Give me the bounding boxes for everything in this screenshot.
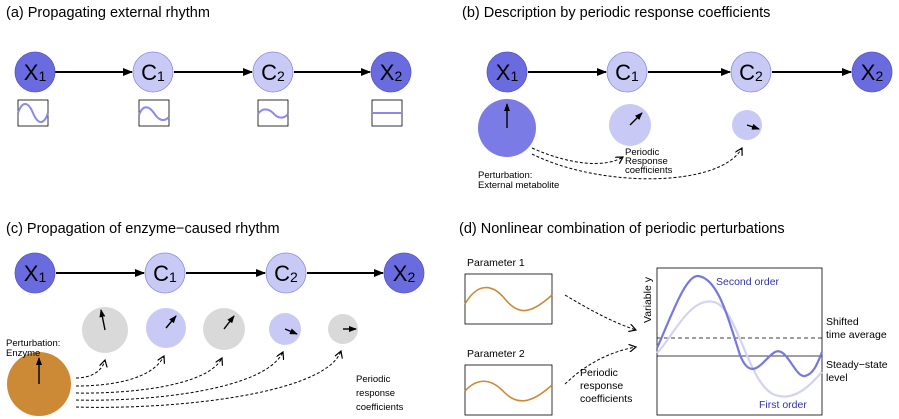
second-order-curve <box>656 274 824 378</box>
dashed-arrow-c-1 <box>75 360 105 379</box>
panel-a: (a) Propagating external rhythm X1 C1 C2… <box>6 5 412 127</box>
svg-text:C2: C2 <box>261 60 285 85</box>
dashed-arrow-b-2 <box>531 148 742 180</box>
phasor-b-c2 <box>732 110 762 140</box>
panel-b-title: (b) Description by periodic response coe… <box>462 5 770 21</box>
svg-text:X1: X1 <box>24 60 47 85</box>
node-x1: X1 <box>14 51 56 93</box>
svg-text:X2: X2 <box>380 60 403 85</box>
panel-a-title: (a) Propagating external rhythm <box>6 5 210 21</box>
perturbation-label-c: Perturbation: Enzyme <box>6 338 63 359</box>
node-b-c1: C1 <box>606 51 648 93</box>
svg-text:C1: C1 <box>615 60 639 85</box>
svg-text:C2: C2 <box>274 261 298 286</box>
dashed-arrow-b-1 <box>531 147 623 163</box>
second-order-label: Second order <box>716 276 780 288</box>
wave-box-x2 <box>371 99 403 127</box>
panel-c-title: (c) Propagation of enzyme−caused rhythm <box>6 221 280 237</box>
node-c1: C1 <box>132 51 174 93</box>
svg-text:C1: C1 <box>141 60 165 85</box>
steady-label: Steady−state level <box>826 359 891 384</box>
shifted-label: Shifted time average <box>826 316 887 341</box>
node-b-c2: C2 <box>730 51 772 93</box>
panel-d: (d) Nonlinear combination of periodic pe… <box>459 221 891 416</box>
param2-plot <box>464 364 553 416</box>
phasor-c-3 <box>203 308 245 350</box>
response-label-d: Periodic response coefficients <box>580 367 632 405</box>
node-c2: C2 <box>252 51 294 93</box>
svg-text:X2: X2 <box>393 261 416 286</box>
response-label-c: Periodic response coefficients <box>356 374 404 413</box>
node-b-x2: X2 <box>851 51 893 93</box>
svg-text:X1: X1 <box>496 60 519 85</box>
param2-label: Parameter 2 <box>467 348 525 360</box>
dashed-arrow-c-3 <box>75 358 222 394</box>
panel-b: (b) Description by periodic response coe… <box>462 5 893 191</box>
first-order-curve <box>656 300 823 398</box>
node-c-x1: X1 <box>14 252 56 294</box>
response-label-b: Periodic Response coefficients <box>625 147 673 176</box>
node-c-c2: C2 <box>265 252 307 294</box>
perturbation-label-b: Perturbation: External metabolite <box>478 170 559 191</box>
dashed-arrow-d-1 <box>564 294 636 330</box>
node-x2: X2 <box>370 51 412 93</box>
svg-text:X1: X1 <box>24 261 47 286</box>
phasor-b-x1 <box>478 99 536 157</box>
dashed-arrow-c-5 <box>75 351 341 408</box>
svg-text:C2: C2 <box>739 60 763 85</box>
main-plot-frame <box>656 267 823 416</box>
phasor-b-c1 <box>609 104 651 146</box>
panel-c: (c) Propagation of enzyme−caused rhythm … <box>6 221 425 416</box>
param1-plot <box>464 273 553 325</box>
phasor-c-1 <box>82 307 128 353</box>
param1-label: Parameter 1 <box>467 257 525 269</box>
ylabel: Variable y <box>642 276 654 323</box>
node-c-x2: X2 <box>383 252 425 294</box>
phasor-c-5 <box>328 314 358 344</box>
phasor-c-4 <box>269 313 301 345</box>
phasor-enzyme <box>7 352 71 416</box>
dashed-arrow-c-4 <box>75 352 283 401</box>
panel-d-title: (d) Nonlinear combination of periodic pe… <box>459 221 785 237</box>
svg-text:X2: X2 <box>861 60 884 85</box>
phasor-c-2 <box>146 308 186 348</box>
wave-box-x1 <box>17 99 49 127</box>
first-order-label: First order <box>759 399 807 411</box>
wave-box-c2 <box>257 99 289 127</box>
wave-box-c1 <box>138 99 170 127</box>
node-c-c1: C1 <box>144 252 186 294</box>
svg-text:C1: C1 <box>153 261 177 286</box>
dashed-arrow-d-2 <box>564 347 636 385</box>
node-b-x1: X1 <box>486 51 528 93</box>
dashed-arrow-c-2 <box>75 356 164 387</box>
